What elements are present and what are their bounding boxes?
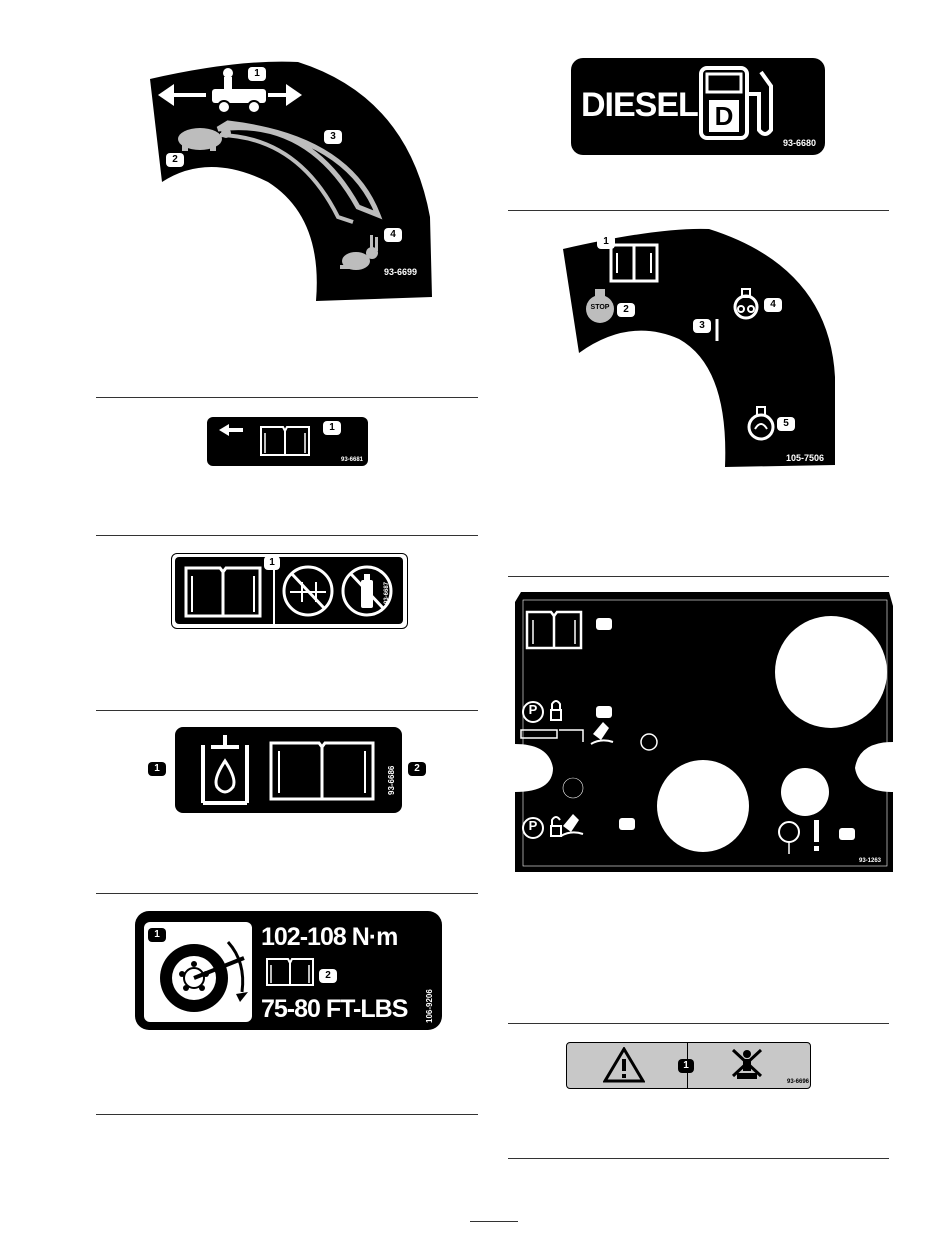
- no-jumper-icon: [280, 562, 336, 620]
- pump-letter: D: [709, 100, 739, 132]
- decal-warning-crush: 1 93-6696: [566, 1042, 811, 1089]
- torque-metric: 102-108 N·m: [261, 923, 397, 952]
- callout-2: 2: [166, 153, 184, 167]
- no-crush-icon: [727, 1046, 767, 1084]
- part-number: 93-1263: [859, 858, 881, 864]
- callout-1: 1: [597, 235, 615, 249]
- decal-diesel: DIESEL D 93-6680: [571, 58, 825, 155]
- callout-1: 1: [678, 1059, 694, 1073]
- callout-1: 1: [323, 421, 341, 435]
- decal-arrow-manual: 1 93-6681: [207, 417, 368, 466]
- part-number: 93-6680: [783, 138, 816, 148]
- torque-imperial: 75-80 FT-LBS: [261, 995, 407, 1024]
- part-number: 93-6681: [341, 457, 363, 463]
- fuel-pump-icon: D: [695, 64, 779, 142]
- callout-4: 4: [384, 228, 402, 242]
- callout-1: 1: [148, 928, 166, 942]
- part-number: 93-6686: [387, 766, 396, 795]
- section-divider: [96, 535, 478, 536]
- section-divider: [96, 710, 478, 711]
- part-number: 93-6699: [384, 267, 417, 277]
- page-number-rule: [470, 1221, 518, 1222]
- decal-no-spark: 1 93-6687: [171, 553, 408, 629]
- section-divider: [96, 893, 478, 894]
- section-divider: [508, 576, 889, 577]
- callout-5: 5: [777, 417, 795, 431]
- decal-instrument-panel: P P 93-1263: [509, 592, 893, 872]
- decal-torque: 1 102-108 N·m 2 75-80 FT-LBS 106-9206: [135, 911, 442, 1030]
- part-number: 105-7506: [786, 453, 824, 463]
- stop-text: STOP: [588, 304, 612, 311]
- callout-2: 2: [617, 303, 635, 317]
- part-number: 93-6696: [787, 1079, 809, 1085]
- callout-1: 1: [148, 762, 166, 776]
- part-number: 93-6687: [384, 582, 390, 604]
- manual-icon: [267, 737, 377, 805]
- warning-triangle-icon: [603, 1047, 645, 1083]
- decal-hydraulic: 93-6686: [175, 727, 402, 813]
- callout-4: 4: [764, 298, 782, 312]
- manual-icon: [265, 955, 315, 989]
- arrow-left-icon: [219, 424, 243, 436]
- decal-speed-control: 1 2 3 4 93-6699: [148, 57, 434, 303]
- section-divider: [508, 1023, 889, 1024]
- callout-1: 1: [264, 556, 280, 570]
- manual-icon: [259, 423, 311, 459]
- callout-2: 2: [408, 762, 426, 776]
- hydraulic-fluid-icon: [197, 735, 253, 807]
- part-number: 106-9206: [425, 989, 434, 1023]
- wheel-wrench-icon: 1: [144, 922, 252, 1022]
- decal-ignition: STOP 1 2 3 4 5 105-7506: [559, 227, 837, 467]
- section-divider: [508, 1158, 889, 1159]
- callout-1: 1: [248, 67, 266, 81]
- diesel-label: DIESEL: [581, 86, 698, 125]
- callout-3: 3: [324, 130, 342, 144]
- section-divider: [508, 210, 889, 211]
- section-divider: [96, 397, 478, 398]
- parking-symbol: P: [523, 702, 543, 717]
- section-divider: [96, 1114, 478, 1115]
- callout-3: 3: [693, 319, 711, 333]
- manual-icon: [182, 562, 264, 622]
- callout-2: 2: [319, 969, 337, 983]
- parking-symbol: P: [523, 818, 543, 833]
